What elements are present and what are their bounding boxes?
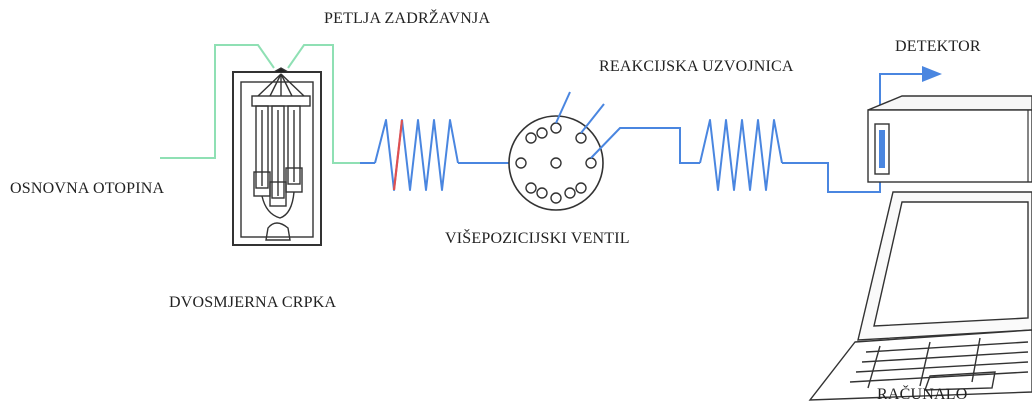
tube-coil-to-detector xyxy=(782,100,881,193)
valve-label: VIŠEPOZICIJSKI VENTIL xyxy=(445,230,630,247)
valve-icon xyxy=(508,115,604,211)
valve-port-line-1 xyxy=(555,91,571,124)
reaction-coil-label: REAKCIJSKA UZVOJNICA xyxy=(599,58,794,75)
pump-label: DVOSMJERNA CRPKA xyxy=(169,294,337,311)
holding-loop-label: PETLJA ZADRŽAVNJA xyxy=(324,10,491,27)
reaction-coil xyxy=(699,119,783,191)
valve-port-line-2 xyxy=(580,103,605,134)
detector-label: DETEKTOR xyxy=(895,38,981,55)
carrier-line xyxy=(160,44,360,164)
pump-icon xyxy=(232,67,322,246)
sample-zone xyxy=(392,119,404,191)
detector-outlet-arrow xyxy=(879,66,942,100)
detector-icon xyxy=(867,95,1032,183)
tube-valve-to-reaction-coil xyxy=(590,127,700,164)
computer-icon xyxy=(808,191,1032,401)
carrier-solution-label: OSNOVNA OTOPINA xyxy=(10,180,165,197)
computer-label: RAČUNALO xyxy=(877,386,968,403)
holding-coil xyxy=(374,119,459,191)
